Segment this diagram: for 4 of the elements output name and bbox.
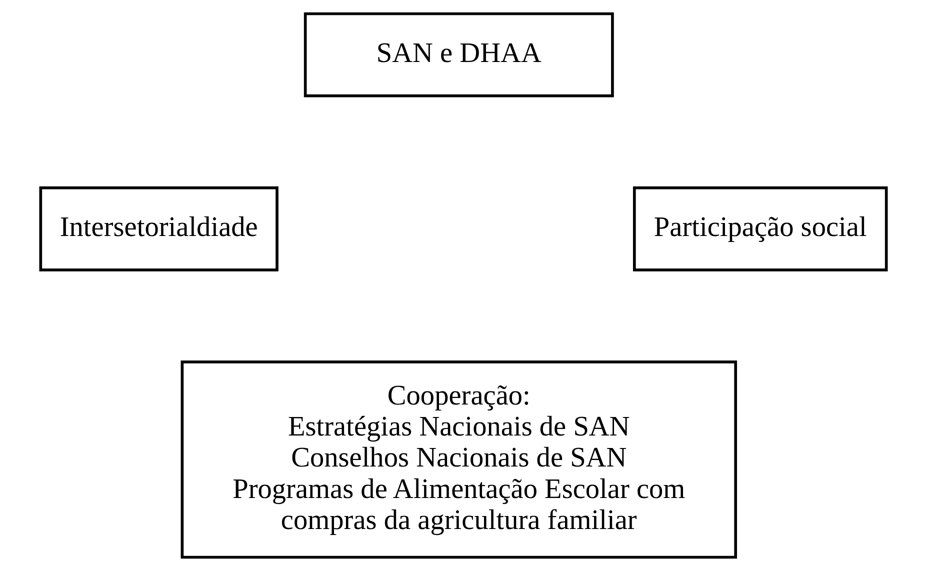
node-box: Intersetorialdiade xyxy=(38,186,278,272)
node-box: Cooperação: Estratégias Nacionais de SAN Conselhos Nacionais de SAN Programas de Alimentação Escolar com compras da agricultura familiar xyxy=(180,360,737,559)
node-box: Participação social xyxy=(632,186,888,272)
node-box: SAN e DHAA xyxy=(303,12,614,98)
